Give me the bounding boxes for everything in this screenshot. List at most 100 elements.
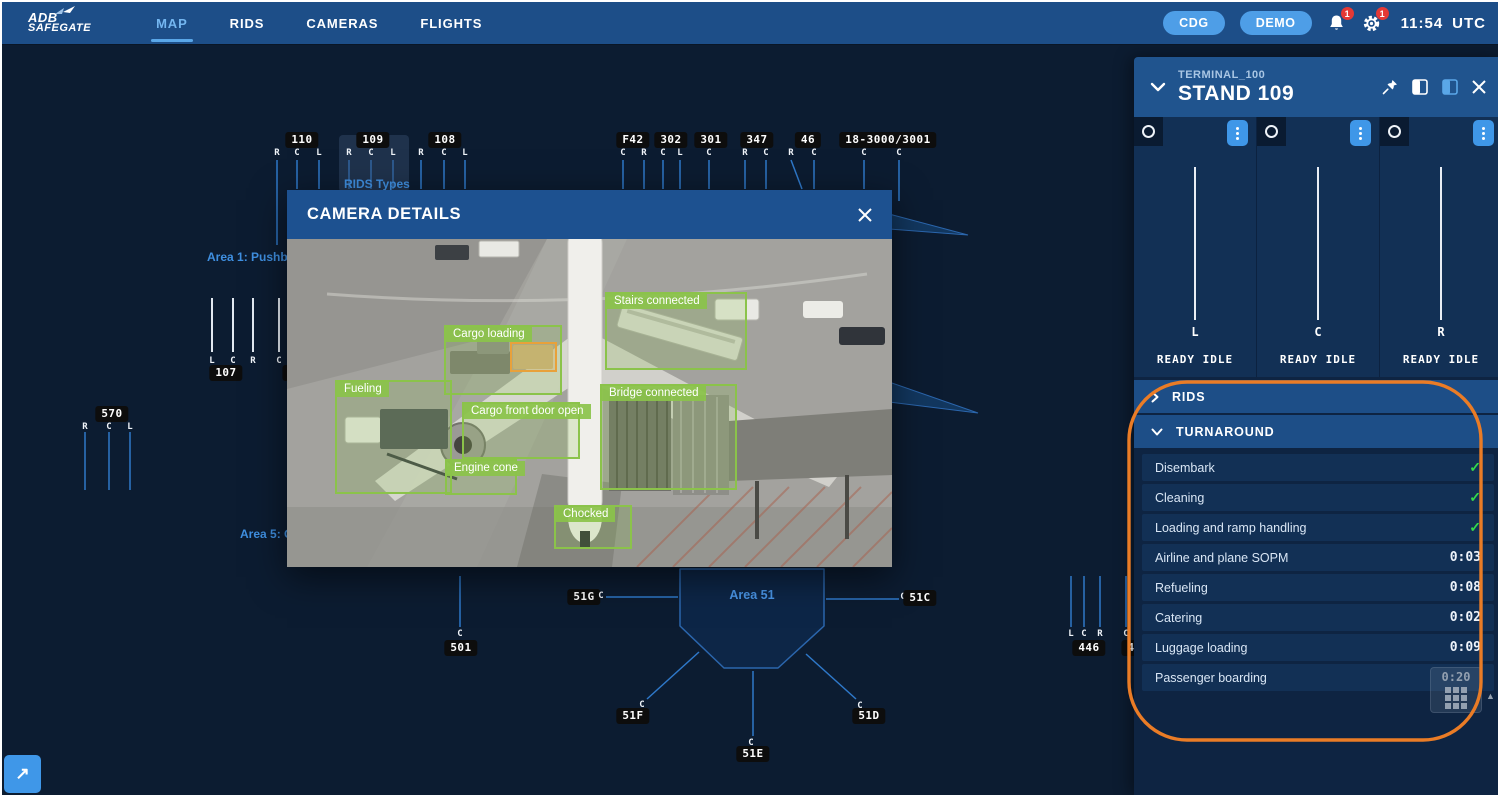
task-timer-muted: 0:20 — [1441, 670, 1471, 684]
section-rids[interactable]: RIDS — [1134, 380, 1498, 413]
task-label: Luggage loading — [1155, 640, 1248, 655]
kebab-menu-button[interactable] — [1350, 120, 1371, 146]
rids-mark: C — [900, 592, 905, 602]
task-label: Cleaning — [1155, 490, 1205, 505]
rids-mark: R — [274, 148, 280, 158]
rod-status: READY IDLE — [1156, 353, 1234, 366]
detection-label: Engine cone — [447, 461, 525, 476]
stand-badge-110[interactable]: 110 — [285, 132, 319, 148]
task-label: Catering — [1155, 610, 1203, 625]
detection-stairs-connected[interactable]: Stairs connected — [605, 292, 747, 370]
scroll-up-arrow[interactable]: ▲ — [1486, 691, 1495, 701]
notifications-button[interactable]: 1 — [1327, 7, 1354, 33]
rids-mark: R — [418, 148, 424, 158]
task-row-sopm[interactable]: Airline and plane SOPM 0:03 — [1142, 544, 1494, 571]
detection-label: Cargo loading — [446, 327, 532, 342]
detection-selected-box[interactable] — [510, 342, 557, 372]
stand-title: STAND 109 — [1178, 81, 1295, 105]
task-row-catering[interactable]: Catering 0:02 — [1142, 604, 1494, 631]
stand-badge-51c[interactable]: 51C — [903, 590, 937, 606]
kebab-menu-button[interactable] — [1473, 120, 1494, 146]
tab-flights[interactable]: FLIGHTS — [420, 16, 483, 31]
detection-engine-cone[interactable]: Engine cone — [445, 459, 525, 495]
panel-right-toggle-icon[interactable] — [1442, 79, 1458, 95]
task-label: Passenger boarding — [1155, 670, 1267, 685]
rids-mark: C — [811, 148, 817, 158]
expand-map-button[interactable]: ↗ — [4, 755, 41, 793]
tab-rids[interactable]: RIDS — [229, 16, 265, 31]
stand-badge-51g[interactable]: 51G — [567, 589, 601, 605]
rod-line — [1440, 167, 1442, 320]
rids-mark: C — [1081, 629, 1087, 639]
pin-icon[interactable] — [1382, 79, 1398, 95]
rids-mark: C — [861, 148, 867, 158]
rod-select-button[interactable] — [1380, 117, 1409, 146]
rod-select-button[interactable] — [1134, 117, 1163, 146]
nav-tabs: MAP RIDS CAMERAS FLIGHTS — [135, 2, 503, 44]
stand-badge-46[interactable]: 46 — [794, 132, 822, 148]
area5-label: Area 5: Op — [240, 527, 301, 541]
stand-badge-347[interactable]: 347 — [740, 132, 774, 148]
rids-mark: C — [748, 738, 754, 748]
stand-badge-302[interactable]: 302 — [654, 132, 688, 148]
rids-mark: C — [857, 701, 863, 711]
rids-mark: R — [250, 356, 256, 366]
rids-rod-visuals: L READY IDLE C READY IDLE R READY IDLE — [1134, 117, 1498, 377]
rod-select-button[interactable] — [1257, 117, 1286, 146]
tab-cameras[interactable]: CAMERAS — [306, 16, 379, 31]
stand-badge-51d[interactable]: 51D — [852, 708, 886, 724]
rids-mark: L — [390, 148, 396, 158]
stand-badge-108[interactable]: 108 — [428, 132, 462, 148]
detection-fueling[interactable]: Fueling — [335, 380, 452, 494]
task-row-disembark[interactable]: Disembark ✓ — [1142, 454, 1494, 481]
notifications-badge: 1 — [1340, 7, 1354, 20]
terminal-label: TERMINAL_100 — [1178, 68, 1266, 81]
rod-status: READY IDLE — [1279, 353, 1357, 366]
settings-button[interactable]: 1 — [1362, 7, 1389, 33]
task-row-refueling[interactable]: Refueling 0:08 — [1142, 574, 1494, 601]
detection-cargo-front-door-open[interactable]: Cargo front door open — [462, 402, 591, 459]
logo-line2: SAFEGATE — [28, 22, 92, 34]
rids-mark: L — [316, 148, 322, 158]
collapse-chevron-icon[interactable] — [1150, 82, 1166, 92]
section-turnaround[interactable]: TURNAROUND — [1134, 415, 1498, 448]
stand-badge-f42[interactable]: F42 — [616, 132, 650, 148]
detection-chocked[interactable]: Chocked — [554, 505, 632, 549]
task-row-cleaning[interactable]: Cleaning ✓ — [1142, 484, 1494, 511]
stand-badge-107[interactable]: 107 — [209, 365, 243, 381]
stand-badge-301[interactable]: 301 — [694, 132, 728, 148]
rids-mark: C — [441, 148, 447, 158]
stand-badge-18-3000-3001[interactable]: 18-3000/3001 — [839, 132, 937, 148]
stand-badge-570[interactable]: 570 — [95, 406, 129, 422]
rod-column-left: L READY IDLE — [1134, 117, 1257, 377]
rod-letter: R — [1437, 325, 1445, 339]
tab-map[interactable]: MAP — [135, 2, 209, 44]
clock-timezone: UTC — [1452, 14, 1486, 32]
kebab-menu-button[interactable] — [1227, 120, 1248, 146]
detection-bridge-connected[interactable]: Bridge connected — [600, 384, 737, 490]
resize-drag-handle[interactable]: 0:20 — [1430, 667, 1482, 713]
stand-badge-501[interactable]: 501 — [444, 640, 478, 656]
airport-code-button[interactable]: CDG — [1163, 11, 1225, 35]
stand-badge-51e[interactable]: 51E — [736, 746, 770, 762]
task-row-loading-ramp[interactable]: Loading and ramp handling ✓ — [1142, 514, 1494, 541]
top-nav: ADB SAFEGATE MAP RIDS CAMERAS FLIGHTS CD… — [2, 2, 1498, 44]
chevron-right-icon — [1151, 391, 1159, 402]
demo-mode-button[interactable]: DEMO — [1239, 11, 1312, 35]
section-rids-label: RIDS — [1172, 389, 1206, 404]
area-51-zone[interactable] — [679, 568, 825, 669]
stand-badge-51f[interactable]: 51F — [616, 708, 650, 724]
stand-badge-109[interactable]: 109 — [356, 132, 390, 148]
chevron-down-icon — [1151, 428, 1163, 435]
drag-grid-icon — [1445, 687, 1467, 709]
task-row-luggage[interactable]: Luggage loading 0:09 — [1142, 634, 1494, 661]
stand-badge-446[interactable]: 446 — [1072, 640, 1106, 656]
detection-cargo-loading[interactable]: Cargo loading — [444, 325, 562, 395]
task-timer: 0:09 — [1449, 640, 1481, 655]
close-icon[interactable] — [858, 207, 872, 222]
circle-icon — [1142, 125, 1155, 138]
rids-types-label: RIDS Types — [344, 177, 410, 191]
panel-left-toggle-icon[interactable] — [1412, 79, 1428, 95]
rids-mark: C — [230, 356, 236, 366]
close-icon[interactable] — [1472, 80, 1486, 94]
